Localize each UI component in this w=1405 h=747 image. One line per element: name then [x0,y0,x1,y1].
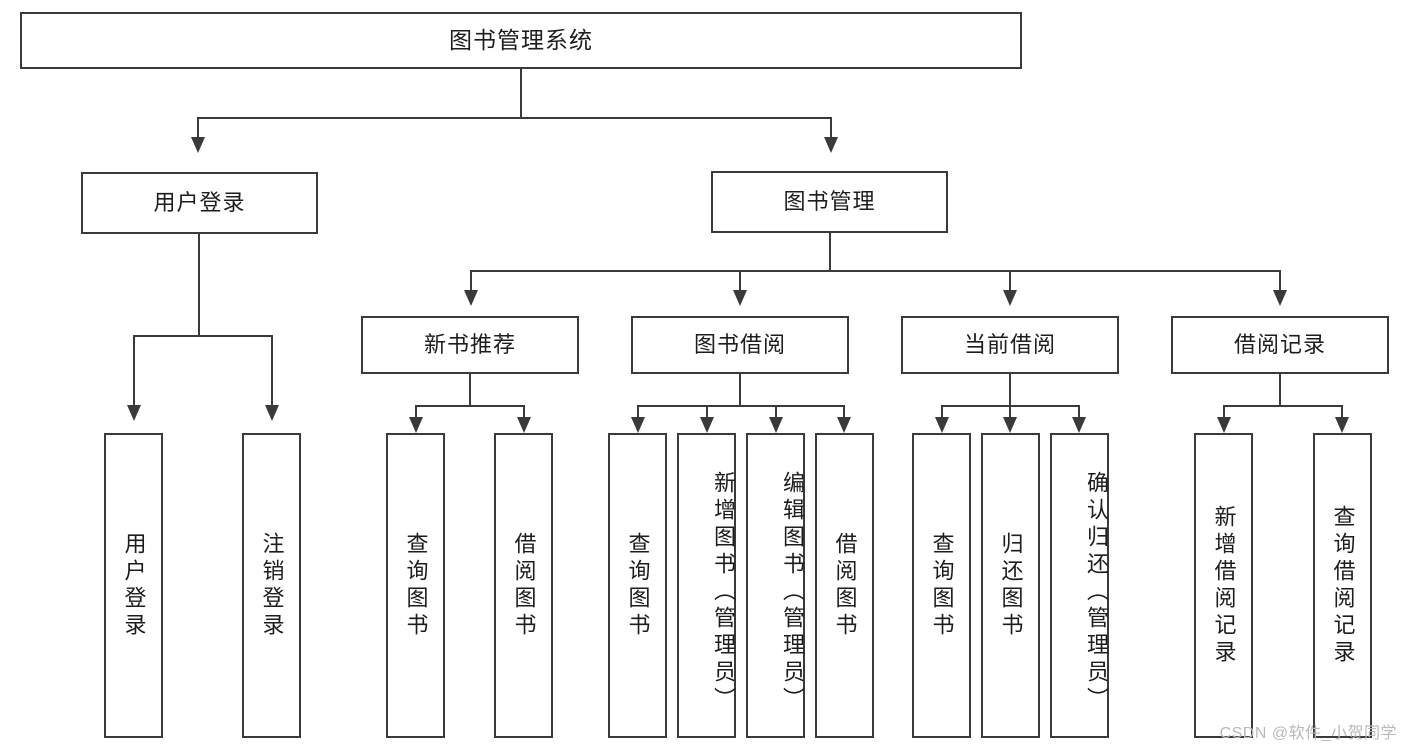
leaf-add-book[interactable]: 新增图书（管理员） [677,433,736,738]
arrow-to-leaf-logout-login [265,405,279,421]
leaf-borrow-book-1[interactable]: 借阅图书 [494,433,553,738]
node-label: 图书管理系统 [449,27,593,53]
arrow-to-leaf-return-book [1003,417,1017,433]
node-book-manage[interactable]: 图书管理 [711,171,948,233]
connector-level2-drop-1 [470,270,472,292]
node-label: 用户登录 [153,190,246,215]
arrow-to-leaf-query-book-2 [631,417,645,433]
node-label: 确认归还（管理员） [1084,471,1109,714]
node-book-borrow[interactable]: 图书借阅 [631,316,849,374]
leaf-return-book[interactable]: 归还图书 [981,433,1040,738]
node-label: 查询图书 [625,531,651,640]
node-new-book-recommend[interactable]: 新书推荐 [361,316,579,374]
connector-user-login-bar [133,335,273,337]
node-root-book-management-system[interactable]: 图书管理系统 [20,12,1022,69]
connector-book-borrow-bar [637,405,845,407]
node-user-login[interactable]: 用户登录 [81,172,318,234]
connector-level2-drop-4 [1279,270,1281,292]
arrow-to-leaf-add-record [1217,417,1231,433]
connector-new-book-drop-2 [523,405,525,419]
arrow-to-book-manage [824,137,838,153]
arrow-to-leaf-edit-book [769,417,783,433]
node-label: 查询图书 [929,531,955,640]
connector-borrow-record-bar [1223,405,1343,407]
connector-level1-bar [197,117,831,119]
connector-book-borrow-drop-1 [637,405,639,419]
arrow-to-leaf-query-record [1335,417,1349,433]
connector-book-borrow-drop-2 [706,405,708,419]
leaf-query-record[interactable]: 查询借阅记录 [1313,433,1372,738]
arrow-to-new-book-recommend [464,290,478,306]
connector-root-stem [520,69,522,117]
connector-level1-drop-right [830,117,832,139]
node-label: 编辑图书（管理员） [780,471,805,714]
arrow-to-leaf-query-book-1 [409,417,423,433]
leaf-logout-login[interactable]: 注销登录 [242,433,301,738]
arrow-to-leaf-confirm-return [1072,417,1086,433]
connector-new-book-drop-1 [415,405,417,419]
node-label: 新书推荐 [423,332,516,357]
connector-user-login-drop-1 [133,335,135,407]
node-label: 注销登录 [259,531,285,640]
connector-book-borrow-drop-4 [843,405,845,419]
leaf-edit-book[interactable]: 编辑图书（管理员） [746,433,805,738]
node-label: 借阅图书 [832,531,858,640]
connector-book-manage-stem [829,233,831,270]
connector-book-borrow-drop-3 [775,405,777,419]
node-label: 图书借阅 [693,332,786,357]
node-label: 查询借阅记录 [1330,504,1356,667]
node-label: 用户登录 [121,531,147,640]
connector-level2-drop-2 [739,270,741,292]
leaf-user-login[interactable]: 用户登录 [104,433,163,738]
node-label: 归还图书 [998,531,1024,640]
connector-current-borrow-drop-3 [1078,405,1080,419]
arrow-to-leaf-add-book [700,417,714,433]
node-label: 借阅记录 [1233,332,1326,357]
node-borrow-record[interactable]: 借阅记录 [1171,316,1389,374]
connector-user-login-drop-2 [271,335,273,407]
connector-borrow-record-drop-1 [1223,405,1225,419]
node-label: 新增图书（管理员） [711,471,736,714]
connector-user-login-stem [198,234,200,335]
leaf-query-book-1[interactable]: 查询图书 [386,433,445,738]
leaf-add-record[interactable]: 新增借阅记录 [1194,433,1253,738]
leaf-query-book-2[interactable]: 查询图书 [608,433,667,738]
node-current-borrow[interactable]: 当前借阅 [901,316,1119,374]
arrow-to-current-borrow [1003,290,1017,306]
connector-borrow-record-stem [1279,374,1281,405]
node-label: 图书管理 [783,189,876,214]
arrow-to-leaf-borrow-book-2 [837,417,851,433]
leaf-confirm-return[interactable]: 确认归还（管理员） [1050,433,1109,738]
leaf-query-book-3[interactable]: 查询图书 [912,433,971,738]
leaf-borrow-book-2[interactable]: 借阅图书 [815,433,874,738]
arrow-to-leaf-query-book-3 [935,417,949,433]
connector-current-borrow-stem [1009,374,1011,405]
connector-level2-bar [470,270,1281,272]
arrow-to-book-borrow [733,290,747,306]
connector-current-borrow-drop-1 [941,405,943,419]
csdn-watermark: CSDN @软件_小贺同学 [1219,725,1397,742]
connector-book-borrow-stem [739,374,741,405]
connector-level2-drop-3 [1009,270,1011,292]
arrow-to-leaf-borrow-book-1 [517,417,531,433]
node-label: 新增借阅记录 [1211,504,1237,667]
node-label: 当前借阅 [963,332,1056,357]
node-label: 查询图书 [403,531,429,640]
arrow-to-user-login [191,137,205,153]
connector-new-book-stem [469,374,471,405]
connector-borrow-record-drop-2 [1341,405,1343,419]
connector-level1-drop-left [197,117,199,139]
node-label: 借阅图书 [511,531,537,640]
connector-current-borrow-drop-2 [1009,405,1011,419]
connector-new-book-bar [415,405,525,407]
arrow-to-leaf-user-login [127,405,141,421]
arrow-to-borrow-record [1273,290,1287,306]
